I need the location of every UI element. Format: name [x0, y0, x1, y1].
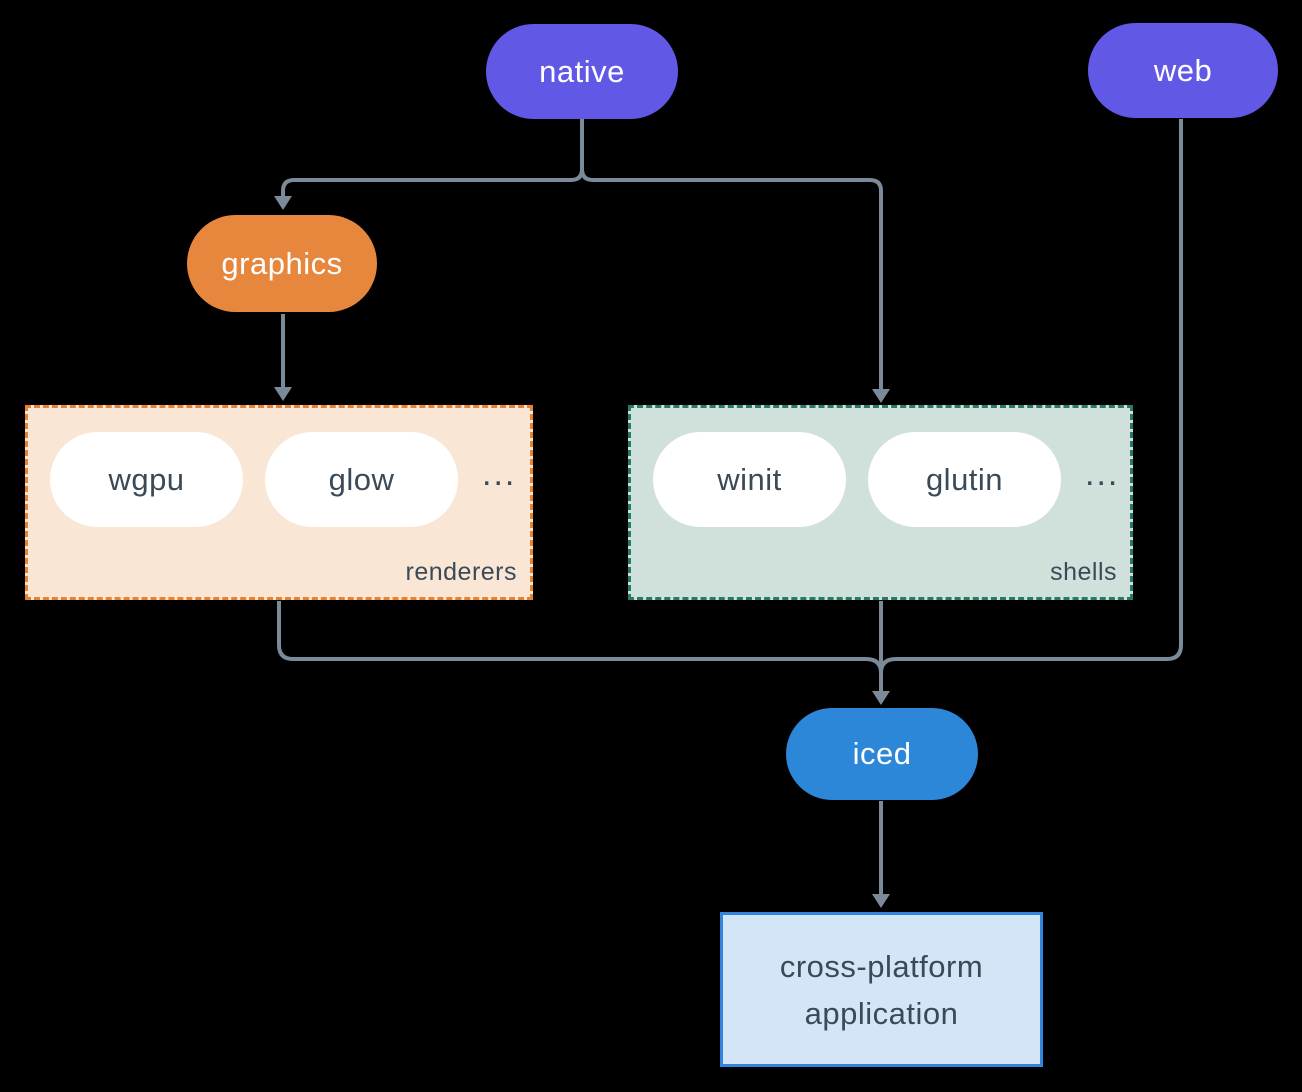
arrowhead-iced	[872, 691, 890, 705]
node-cross-platform-application: cross-platform application	[720, 912, 1043, 1067]
node-native: native	[486, 24, 678, 119]
node-wgpu: wgpu	[50, 432, 243, 527]
node-glutin: glutin	[868, 432, 1061, 527]
node-web-label: web	[1153, 52, 1213, 88]
renderers-ellipsis: ...	[482, 455, 517, 493]
application-label-line1: cross-platform	[779, 948, 984, 984]
arrowhead-application	[872, 894, 890, 908]
node-wgpu-label: wgpu	[108, 461, 185, 497]
application-label-line2: application	[804, 995, 959, 1031]
shells-row: winit glutin ...	[653, 432, 1130, 527]
shells-group-label: shells	[1050, 558, 1117, 586]
renderers-row: wgpu glow ...	[50, 432, 530, 527]
renderers-group-label: renderers	[405, 558, 517, 586]
group-renderers: wgpu glow ... renderers	[25, 405, 533, 600]
arrowhead-graphics	[274, 196, 292, 210]
node-graphics-label: graphics	[221, 245, 343, 281]
node-glow-label: glow	[328, 461, 395, 497]
shells-ellipsis: ...	[1085, 455, 1120, 493]
node-graphics: graphics	[187, 215, 377, 312]
node-iced: iced	[786, 708, 978, 800]
node-iced-label: iced	[852, 736, 912, 771]
node-web: web	[1088, 23, 1278, 118]
group-shells: winit glutin ... shells	[628, 405, 1133, 600]
node-native-label: native	[539, 53, 625, 89]
edge-native-to-shells	[580, 119, 883, 391]
node-glutin-label: glutin	[925, 461, 1004, 497]
arrowhead-shells	[872, 389, 890, 403]
node-glow: glow	[265, 432, 458, 527]
edge-renderers-to-merge	[277, 601, 883, 674]
arrowhead-renderers	[274, 387, 292, 401]
edge-native-to-graphics	[281, 119, 584, 198]
node-winit-label: winit	[717, 461, 782, 497]
node-winit: winit	[653, 432, 846, 527]
